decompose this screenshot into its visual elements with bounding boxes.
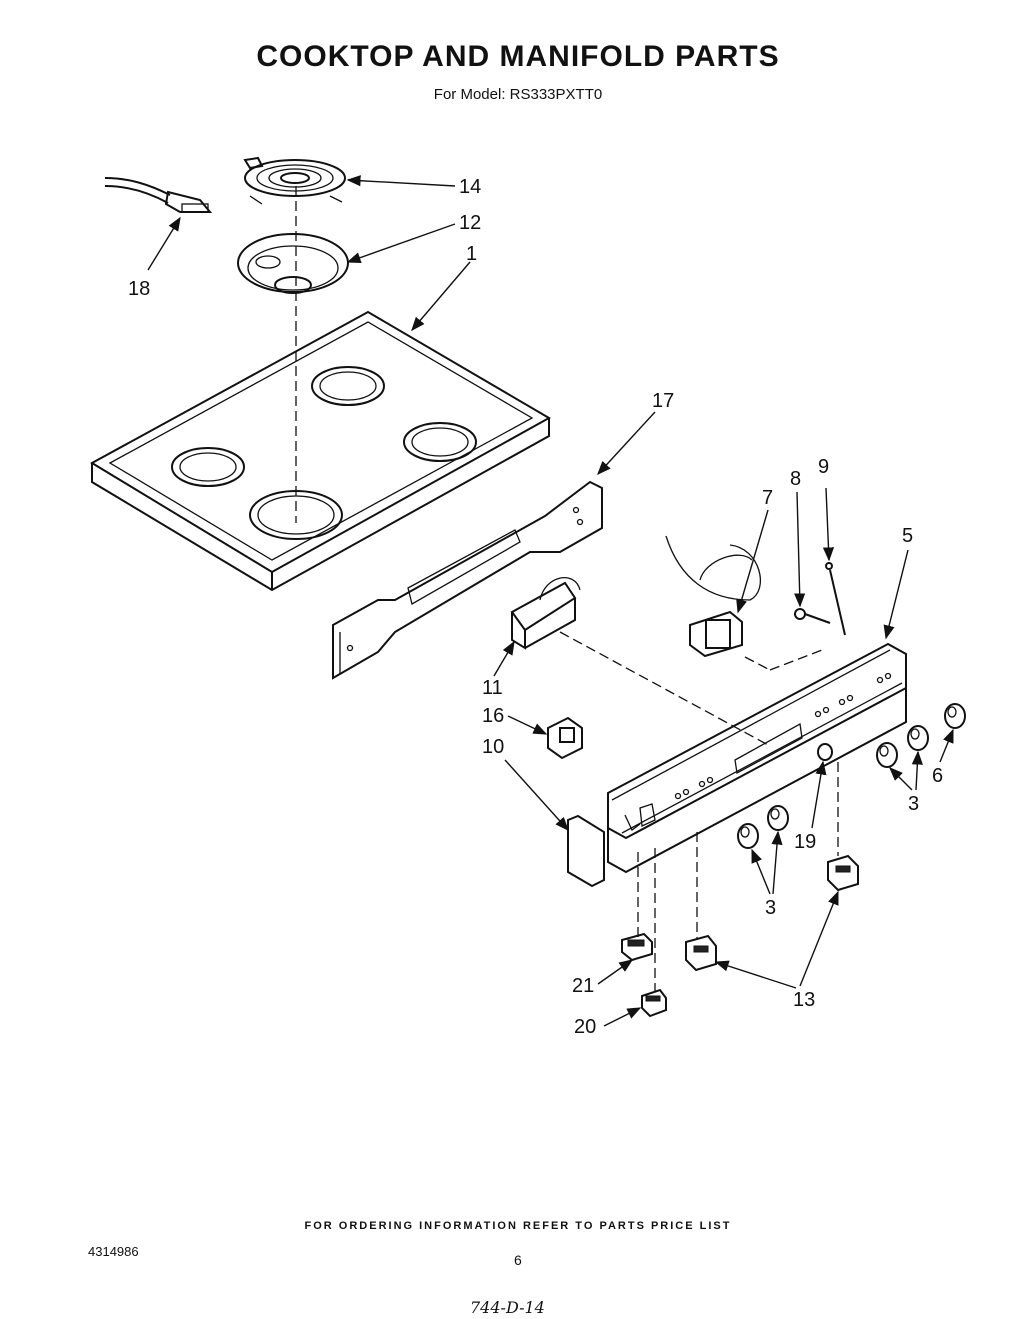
- part-knobs: [737, 703, 966, 849]
- callout-21: 21: [572, 975, 594, 997]
- callout-8: 8: [790, 468, 801, 490]
- callout-1: 1: [466, 243, 477, 265]
- handwritten-code: 744-D-14: [470, 1298, 545, 1317]
- callout-10: 10: [482, 736, 504, 758]
- callout-6: 6: [932, 765, 943, 787]
- part-screw: [794, 608, 831, 624]
- callout-5: 5: [902, 525, 913, 547]
- callout-7: 7: [762, 487, 773, 509]
- part-control-panel: [567, 642, 907, 888]
- callout-19: 19: [794, 831, 816, 853]
- page-title: COOKTOP AND MANIFOLD PARTS: [256, 40, 780, 73]
- part-indicator-light: [817, 743, 833, 761]
- document-number: 4314986: [88, 1244, 139, 1259]
- callout-9: 9: [818, 456, 829, 478]
- callout-17: 17: [652, 390, 674, 412]
- callout-12: 12: [459, 212, 481, 234]
- part-switch-20: [641, 988, 667, 1018]
- leader-lines: [147, 175, 954, 1027]
- callout-20: 20: [574, 1016, 596, 1038]
- part-wire: [825, 562, 846, 636]
- assembly-lines: [559, 631, 839, 992]
- part-infinite-switch: [665, 535, 761, 658]
- callout-14: 14: [459, 176, 481, 198]
- part-switch-21: [621, 932, 653, 962]
- part-indicator-switch: [547, 716, 583, 760]
- callout-3-left: 3: [765, 897, 776, 919]
- part-drip-bowl: [237, 233, 349, 294]
- callout-11: 11: [482, 677, 503, 699]
- part-manifold-bracket: [332, 480, 603, 680]
- callout-18: 18: [128, 278, 150, 300]
- callout-3-right: 3: [908, 793, 919, 815]
- page-number: 6: [514, 1252, 522, 1268]
- ordering-note: FOR ORDERING INFORMATION REFER TO PARTS …: [304, 1220, 732, 1232]
- callout-labels: 14 12 1 18 17 8 9 7 5 11 16 10 6 3 3 19 …: [128, 176, 943, 1038]
- part-cord-terminal: [104, 177, 213, 213]
- model-subtitle: For Model: RS333PXTT0: [433, 86, 603, 103]
- callout-16: 16: [482, 705, 504, 727]
- part-surface-element: [243, 156, 346, 205]
- callout-13: 13: [793, 989, 815, 1011]
- part-clock-timer: [510, 577, 581, 650]
